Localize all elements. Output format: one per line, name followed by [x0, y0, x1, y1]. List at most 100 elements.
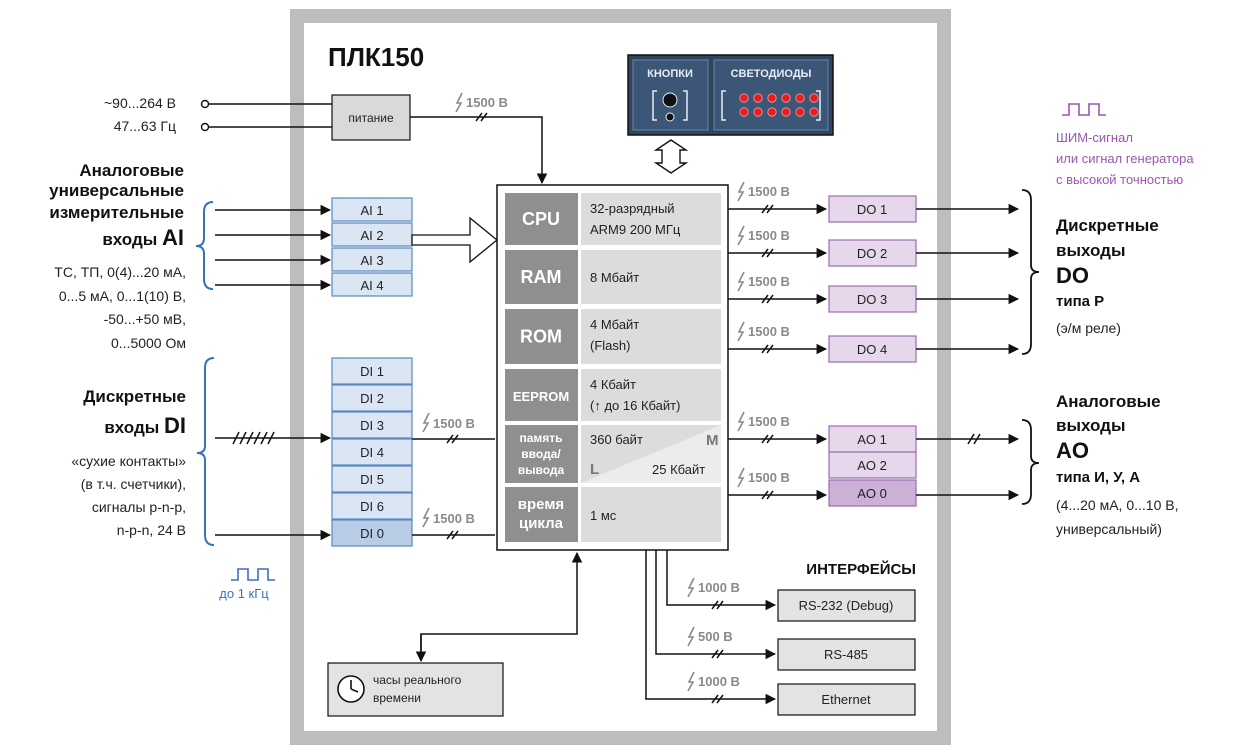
do-channel-label: DO 3: [857, 292, 887, 307]
cycle-label-cell: [505, 487, 578, 542]
cpu-row-label-cell: [505, 193, 578, 245]
discrete-inputs-section: Дискретные входы DI «сухие контакты» (в …: [71, 357, 495, 601]
di-heading-tag: DI: [164, 413, 186, 438]
cpu-row-value1: 4 Мбайт: [590, 317, 639, 332]
led-icon: [739, 107, 749, 117]
led-icon: [781, 93, 791, 103]
power-section: ~90...264 В 47...63 Гц питание 1500 В: [104, 92, 548, 185]
di-desc-line3: сигналы p-n-p,: [92, 499, 186, 515]
power-supply-label: питание: [348, 111, 394, 125]
cpu-row-name: RAM: [521, 267, 562, 287]
cpu-row-value2: (↑ до 16 Кбайт): [590, 398, 680, 413]
di0-isolation-label: 1500 В: [433, 511, 475, 526]
di-channel-box: [331, 438, 413, 466]
pwm-signal-icon: [1062, 103, 1106, 116]
ao-isolation-label: 1500 В: [748, 414, 790, 429]
pwm-note-line3: с высокой точностью: [1056, 172, 1183, 187]
interfaces-section: ИНТЕРФЕЙСЫ 1000 ВRS-232 (Debug)500 ВRS-4…: [645, 550, 916, 716]
analog-inputs-section: Аналоговые универсальные измерительные в…: [49, 161, 499, 351]
ai-heading-line2: универсальные: [49, 181, 184, 200]
di-channel-box: [331, 384, 413, 412]
ai-channel-box: [331, 247, 413, 272]
isolation-lightning-icon: [422, 412, 430, 433]
power-supply-block: [331, 94, 411, 141]
do-heading-line2: выходы: [1056, 241, 1125, 260]
cpu-row-value1: 8 Мбайт: [590, 270, 639, 285]
memio-label-line3: вывода: [518, 463, 565, 477]
interface-label: RS-232 (Debug): [799, 598, 894, 613]
do-type: типа Р: [1056, 293, 1104, 310]
ai-desc-line2: 0...5 мА, 0...1(10) В,: [59, 288, 186, 304]
do-channel-box: [828, 239, 917, 267]
ao-note-line1: (4...20 мА, 0...10 В,: [1056, 497, 1178, 513]
cycle-label-line1: время: [518, 496, 564, 513]
ao-type: типа И, У, А: [1056, 469, 1140, 486]
di-channel-label: DI 6: [360, 499, 384, 514]
isolation-lightning-icon: [737, 181, 745, 202]
led-icon: [753, 107, 763, 117]
ao-channel-label: AO 1: [857, 432, 887, 447]
cpu-row-value1: 32-разрядный: [590, 201, 675, 216]
interface-box: [777, 638, 916, 671]
cpu-row-value-cell: [581, 193, 721, 245]
di-channel-label: DI 1: [360, 364, 384, 379]
interface-label: Ethernet: [821, 692, 871, 707]
leds-panel-label: СВЕТОДИОДЫ: [731, 68, 812, 80]
cpu-row-name: ROM: [520, 327, 562, 347]
led-icon: [767, 107, 777, 117]
di-heading-word: входы: [104, 418, 164, 437]
di-heading-line2: входы DI: [104, 413, 186, 438]
led-array: [739, 93, 819, 117]
rtc-section: часы реального времени: [327, 551, 583, 717]
led-icon: [795, 93, 805, 103]
di-isolation-label: 1500 В: [433, 416, 475, 431]
pwm-note-line1: ШИМ-сигнал: [1056, 130, 1133, 145]
do-heading-tag: DO: [1056, 263, 1089, 288]
isolation-lightning-icon: [687, 626, 695, 647]
ai-heading-word: входы: [102, 230, 162, 249]
isolation-lightning-icon: [737, 467, 745, 488]
interface-label: RS-485: [824, 647, 868, 662]
do-isolation-label: 1500 В: [748, 184, 790, 199]
ai-heading-tag: AI: [162, 225, 184, 250]
pulse-signal-icon: [231, 568, 275, 581]
pwm-note-line2: или сигнал генератора: [1056, 151, 1194, 166]
cycle-label-line2: цикла: [519, 515, 564, 532]
di-desc-line4: n-p-n, 24 В: [117, 522, 186, 538]
ai-channel-box: [331, 272, 413, 297]
cpu-row-value2: ARM9 200 МГц: [590, 222, 681, 237]
interface-box: [777, 589, 916, 622]
do-isolation-label: 1500 В: [748, 228, 790, 243]
power-terminal-icon: [200, 122, 210, 132]
ao-channel-label: AO 2: [857, 458, 887, 473]
isolation-lightning-icon: [737, 225, 745, 246]
cpu-row-value2: (Flash): [590, 338, 630, 353]
ao-channel-label: AO 0: [857, 486, 887, 501]
interface-box: [777, 683, 916, 716]
cpu-row-value-cell: [581, 369, 721, 421]
ai-channel-label: AI 3: [360, 253, 383, 268]
interfaces-title: ИНТЕРФЕЙСЫ: [806, 560, 916, 578]
di-channel-box: [331, 465, 413, 493]
di-desc-line1: «сухие контакты»: [71, 453, 186, 469]
cycle-value-cell: [581, 487, 721, 542]
isolation-lightning-icon: [737, 411, 745, 432]
do-note: (э/м реле): [1056, 320, 1121, 336]
do-isolation-label: 1500 В: [748, 274, 790, 289]
di0-channel-box: [331, 519, 413, 547]
interface-isolation-label: 500 В: [698, 629, 733, 644]
do-channel-label: DO 1: [857, 202, 887, 217]
discrete-outputs-section: ШИМ-сигнал или сигнал генератора с высок…: [728, 103, 1194, 363]
buttons-panel-label: КНОПКИ: [647, 68, 693, 80]
di-channel-box: [331, 411, 413, 439]
cycle-value: 1 мс: [590, 508, 617, 523]
power-terminal-icon: [200, 99, 210, 109]
di-channel-label: DI 4: [360, 445, 384, 460]
isolation-lightning-icon: [687, 577, 695, 598]
led-icon: [809, 107, 819, 117]
do-heading-line1: Дискретные: [1056, 216, 1159, 235]
ai-channel-box: [331, 197, 413, 222]
